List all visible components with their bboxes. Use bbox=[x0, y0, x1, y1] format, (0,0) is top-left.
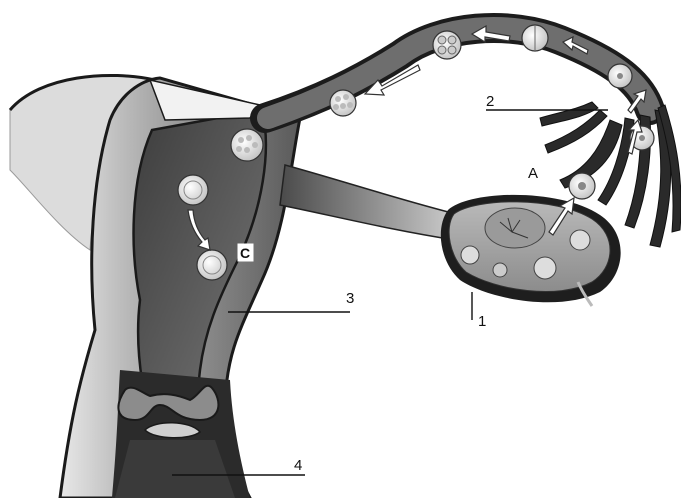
label-2: 2 bbox=[486, 93, 494, 110]
ovary-icon bbox=[441, 195, 621, 306]
label-3: 3 bbox=[346, 290, 354, 307]
cervix bbox=[112, 370, 250, 498]
label-4: 4 bbox=[294, 457, 302, 474]
label-1: 1 bbox=[478, 313, 486, 330]
ovarian-ligament bbox=[280, 165, 460, 240]
label-a: A bbox=[528, 165, 538, 182]
label-c: C bbox=[240, 245, 250, 261]
